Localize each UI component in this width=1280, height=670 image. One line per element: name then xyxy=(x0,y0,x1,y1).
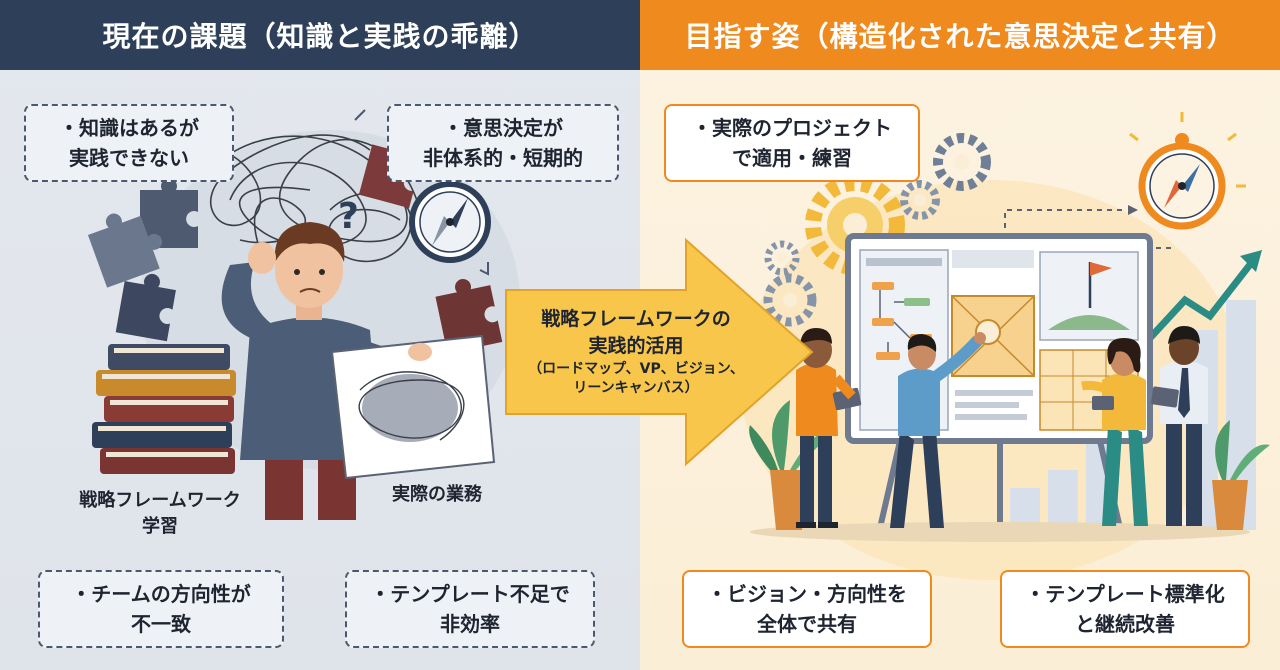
goal-3-line-2: と継続改善 xyxy=(1075,612,1175,636)
books-caption-line-2: 学習 xyxy=(142,516,178,537)
team-member xyxy=(890,332,986,528)
gear-icon xyxy=(900,180,940,220)
issue-4-line-1: ・テンプレート不足で xyxy=(370,582,570,606)
gear-icon xyxy=(764,240,800,276)
books-caption: 戦略フレームワーク 学習 xyxy=(60,488,260,540)
arrow-label-line-4: リーンキャンバス） xyxy=(573,380,699,396)
arrow-label-line-2: 実践的活用 xyxy=(588,335,684,357)
question-mark-icon: ? xyxy=(338,196,359,237)
goal-1-line-2: で適用・練習 xyxy=(732,146,852,170)
book-stack xyxy=(92,344,236,474)
puzzle-piece-icon xyxy=(87,213,163,288)
issue-2-line-1: ・意思決定が xyxy=(443,116,563,140)
plant-icon xyxy=(1212,420,1270,530)
gear-icon xyxy=(933,133,991,191)
books-caption-line-1: 戦略フレームワーク xyxy=(79,490,241,511)
goal-3-line-1: ・テンプレート標準化 xyxy=(1025,582,1225,606)
compass-icon xyxy=(1138,133,1226,230)
flag-icon xyxy=(1088,262,1112,308)
arrow-label: 戦略フレームワークの 実践的活用 （ロードマップ、VP、ビジョン、 リーンキャン… xyxy=(506,306,766,398)
puzzle-piece-icon xyxy=(140,178,198,248)
issue-3-line-1: ・チームの方向性が xyxy=(71,582,251,606)
issue-3-line-2: 不一致 xyxy=(131,612,191,636)
issue-unsystematic-decisions: ・意思決定が 非体系的・短期的 xyxy=(387,104,619,182)
issue-4-line-2: 非効率 xyxy=(440,612,500,636)
issue-team-misalignment: ・チームの方向性が 不一致 xyxy=(38,570,284,648)
right-panel-title: 目指す姿（構造化された意思決定と共有） xyxy=(640,0,1280,70)
compass-icon xyxy=(409,181,491,263)
team-member xyxy=(1081,338,1148,526)
team-member xyxy=(1151,326,1208,526)
left-illustration: ? xyxy=(87,109,520,520)
issue-2-line-2: 非体系的・短期的 xyxy=(423,146,583,170)
goal-standardize-templates: ・テンプレート標準化 と継続改善 xyxy=(1000,570,1250,648)
goal-1-line-1: ・実際のプロジェクト xyxy=(692,116,892,140)
goal-share-vision: ・ビジョン・方向性を 全体で共有 xyxy=(682,570,932,648)
left-panel-title: 現在の課題（知識と実践の乖離） xyxy=(0,0,640,70)
issue-lack-of-templates: ・テンプレート不足で 非効率 xyxy=(345,570,595,648)
scribbled-paper xyxy=(330,334,496,480)
goal-2-line-2: 全体で共有 xyxy=(757,612,857,636)
trend-arrow-icon xyxy=(1147,250,1262,341)
arrow-label-line-3: （ロードマップ、VP、ビジョン、 xyxy=(528,361,744,377)
work-caption: 実際の業務 xyxy=(392,484,482,505)
puzzle-piece-icon xyxy=(435,278,503,354)
goal-apply-in-projects: ・実際のプロジェクト で適用・練習 xyxy=(664,104,920,182)
goal-2-line-1: ・ビジョン・方向性を xyxy=(707,582,907,606)
issue-1-line-1: ・知識はあるが xyxy=(59,116,199,140)
puzzle-piece-icon xyxy=(115,273,176,342)
issue-1-line-2: 実践できない xyxy=(69,146,189,170)
issue-knowledge-not-applied: ・知識はあるが 実践できない xyxy=(24,104,234,182)
sparkle-decoration xyxy=(1129,112,1246,188)
arrow-label-line-1: 戦略フレームワークの xyxy=(541,308,731,330)
